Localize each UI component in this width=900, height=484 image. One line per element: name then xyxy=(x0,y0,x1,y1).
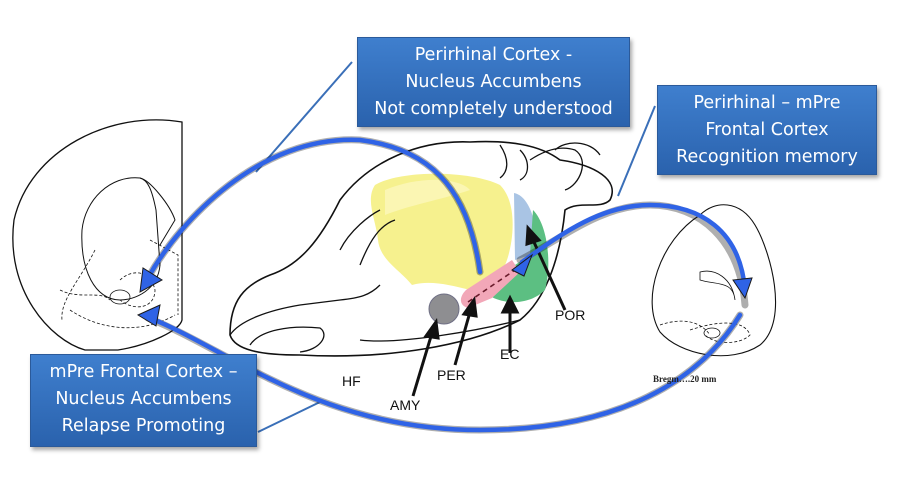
region-pointer-arrows xyxy=(411,224,567,397)
leader-line-top xyxy=(255,61,353,173)
callout-line: Recognition memory xyxy=(676,147,858,167)
sagittal-brain xyxy=(229,140,613,357)
coronal-section-left xyxy=(12,119,183,351)
leader-line-right xyxy=(617,105,656,197)
arrow-per-to-nacc xyxy=(145,137,483,281)
callout-line: Perirhinal – mPre xyxy=(693,93,841,113)
callout-line: Perirhinal Cortex - xyxy=(414,45,573,65)
callout-line: Nucleus Accumbens xyxy=(405,72,582,92)
callout-perirhinal-mpfc: Perirhinal – mPre Frontal Cortex Recogni… xyxy=(657,85,877,175)
callout-line: Frontal Cortex xyxy=(705,120,829,140)
label-ec: EC xyxy=(500,346,520,362)
label-per: PER xyxy=(437,367,466,383)
label-hf: HF xyxy=(342,373,361,389)
label-amy: AMY xyxy=(390,397,421,413)
callout-line: Nucleus Accumbens xyxy=(55,389,232,409)
coronal-section-right xyxy=(651,204,776,357)
callout-line: mPre Frontal Cortex – xyxy=(49,362,238,382)
callout-line: Relapse Promoting xyxy=(61,416,226,436)
label-por: POR xyxy=(555,307,586,323)
callout-line: Not completely understood xyxy=(374,99,613,119)
callout-mpfc-nucleus-accumbens: mPre Frontal Cortex – Nucleus Accumbens … xyxy=(30,354,257,447)
bregma-label: Bregm….20 mm xyxy=(653,374,717,384)
amygdala-marker xyxy=(428,293,460,325)
arrow-per-mpfc-bidirectional xyxy=(519,202,748,293)
callout-perirhinal-nucleus-accumbens: Perirhinal Cortex - Nucleus Accumbens No… xyxy=(357,37,630,127)
leader-line-bottom xyxy=(257,401,321,433)
